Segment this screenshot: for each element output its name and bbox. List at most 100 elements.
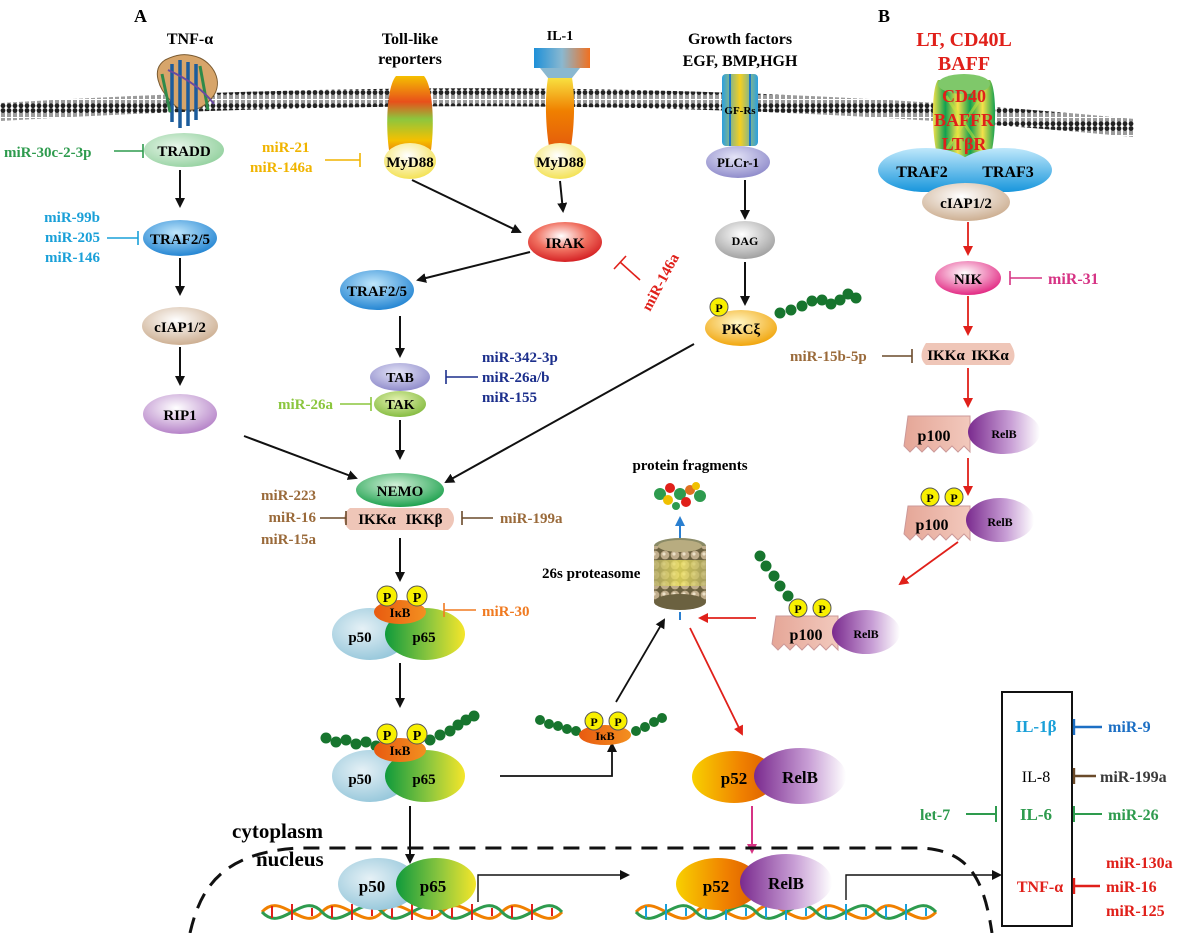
arrow-p50p65-transcription	[477, 870, 630, 902]
node-ciap-left-label: cIAP1/2	[154, 320, 206, 336]
inhibit-mir26-il6	[1073, 806, 1102, 822]
phospho-p100-2a	[920, 487, 940, 507]
phospho-ikb2-a-label: P	[383, 729, 392, 744]
mirna-let7: let-7	[920, 807, 950, 824]
receptor-baffr-label: BAFFR	[934, 110, 995, 130]
mirna-mir199a-brown: miR-199a	[500, 511, 563, 527]
node-p52-1-label: p52	[721, 769, 747, 788]
phospho-ikbfree-b	[608, 711, 628, 731]
mirna-mir99b: miR-99b	[44, 210, 100, 226]
mirna-mir155: miR-155	[482, 390, 537, 406]
receptor-gfrs-label: GF-Rs	[724, 105, 756, 117]
mirna-mir15a: miR-15a	[261, 532, 316, 548]
mirna-mir30c-2-3p: miR-30c-2-3p	[4, 145, 91, 161]
node-ikb-2-label: IκB	[390, 743, 411, 758]
inhibit-mir30-ikb	[443, 603, 476, 617]
receptor-il1	[545, 78, 575, 160]
tnf-receptor-structure	[156, 54, 218, 128]
phospho-p100-2a-label: P	[926, 491, 933, 505]
node-dag	[715, 221, 775, 259]
node-ikb-free-label: IκB	[595, 729, 614, 743]
il1-ligand-base	[540, 68, 580, 78]
node-p65-nuclear	[396, 858, 476, 910]
node-p52-1	[692, 751, 776, 803]
label-26s-proteasome: 26s proteasome	[542, 566, 641, 582]
receptor-cd40-label: CD40	[942, 86, 986, 106]
mirna-mir15b-5p: miR-15b-5p	[790, 349, 867, 365]
node-ciap-left	[142, 307, 218, 345]
phospho-p100-3a	[788, 598, 808, 618]
mirna-mir26: miR-26	[1108, 807, 1159, 824]
phospho-p100-2b-label: P	[950, 491, 957, 505]
node-pkc-label: PKCξ	[722, 322, 761, 338]
ligand-lt-cd40l: LT, CD40L	[916, 29, 1012, 51]
cytokine-il6: IL-6	[1020, 805, 1052, 824]
dna-strand-right	[634, 904, 938, 920]
node-relb-nuclear-label: RelB	[768, 874, 804, 893]
arrow-release-ikb	[500, 742, 617, 777]
p100-relb-1	[903, 410, 1040, 454]
node-p50-2	[332, 750, 408, 802]
mirna-mir21: miR-21	[262, 140, 310, 156]
inhibit-mir16-ikk	[320, 511, 347, 525]
node-traf3	[956, 148, 1052, 192]
ligand-il1: IL-1	[547, 29, 573, 44]
node-tab-label: TAB	[386, 371, 414, 386]
phospho-p100-2b	[944, 487, 964, 507]
mirna-mir31: miR-31	[1048, 271, 1099, 288]
ikk-complex-shape	[344, 508, 454, 530]
inhibit-let7-il6	[966, 806, 997, 822]
cytokine-il1b: IL-1β	[1015, 717, 1056, 736]
node-p100-1-label: p100	[918, 428, 951, 445]
protein-fragments-cluster	[654, 482, 706, 510]
inhibit-mir26a-tak	[340, 397, 372, 411]
label-nucleus: nucleus	[256, 847, 324, 871]
mirna-mir9: miR-9	[1108, 719, 1151, 736]
node-traf3-label: TRAF3	[982, 164, 1034, 181]
arrow-irak-traf25	[416, 251, 531, 283]
mirna-mir146a-red: miR-146a	[639, 251, 683, 314]
node-relb-b2-label: RelB	[987, 515, 1012, 529]
pkc-chain	[774, 288, 862, 319]
phospho-pkc-label: P	[715, 301, 722, 315]
ubiquitin-chain-left	[320, 732, 382, 752]
dna-strand-left	[260, 904, 564, 920]
il1-ligand-shape	[534, 48, 590, 68]
inhibit-mir31-nik	[1009, 271, 1042, 285]
cytokine-box	[1001, 691, 1073, 927]
inhibit-mir342-tab	[445, 370, 478, 384]
node-tab	[370, 363, 430, 391]
phospho-ikb1-b-label: P	[413, 591, 422, 606]
node-p52-nuclear-label: p52	[703, 877, 729, 896]
inhibit-mir30c-tradd	[114, 144, 144, 158]
mirna-mir146a-yellow: miR-146a	[250, 160, 313, 176]
mirna-mir205: miR-205	[45, 230, 100, 246]
ligand-toll-like-line1: Toll-like	[382, 31, 438, 48]
node-nemo	[356, 473, 444, 507]
free-ikb-chain-left	[535, 715, 581, 736]
node-dag-label: DAG	[732, 234, 759, 248]
ligand-baff: BAFF	[938, 53, 990, 75]
receptor-cd40-baffr-ltbr	[932, 74, 996, 162]
mirna-mir146: miR-146	[45, 250, 100, 266]
arrow-pkc-nemo	[444, 343, 695, 483]
node-myd88-tlr	[384, 143, 436, 179]
node-nik-label: NIK	[954, 272, 983, 288]
node-myd88-il1-label: MyD88	[536, 155, 584, 171]
node-rip1	[143, 394, 217, 434]
node-irak	[528, 222, 602, 262]
node-relb-1-label: RelB	[782, 768, 818, 787]
node-relb-1	[754, 748, 846, 804]
node-tradd	[144, 133, 224, 167]
node-p100-3-label: p100	[790, 627, 823, 644]
inhibit-mir15b-ikk	[882, 349, 913, 363]
node-nemo-label: NEMO	[377, 484, 424, 500]
inhibit-mir205-traf25	[107, 231, 139, 245]
node-p50-2-label: p50	[348, 772, 371, 788]
node-ciap-right	[922, 183, 1010, 221]
node-p50-1-label: p50	[348, 630, 371, 646]
node-traf2-label: TRAF2	[896, 164, 948, 181]
node-p50-nuclear-label: p50	[359, 877, 385, 896]
mirna-mir26ab: miR-26a/b	[482, 370, 550, 386]
node-relb-nuclear	[740, 854, 832, 910]
